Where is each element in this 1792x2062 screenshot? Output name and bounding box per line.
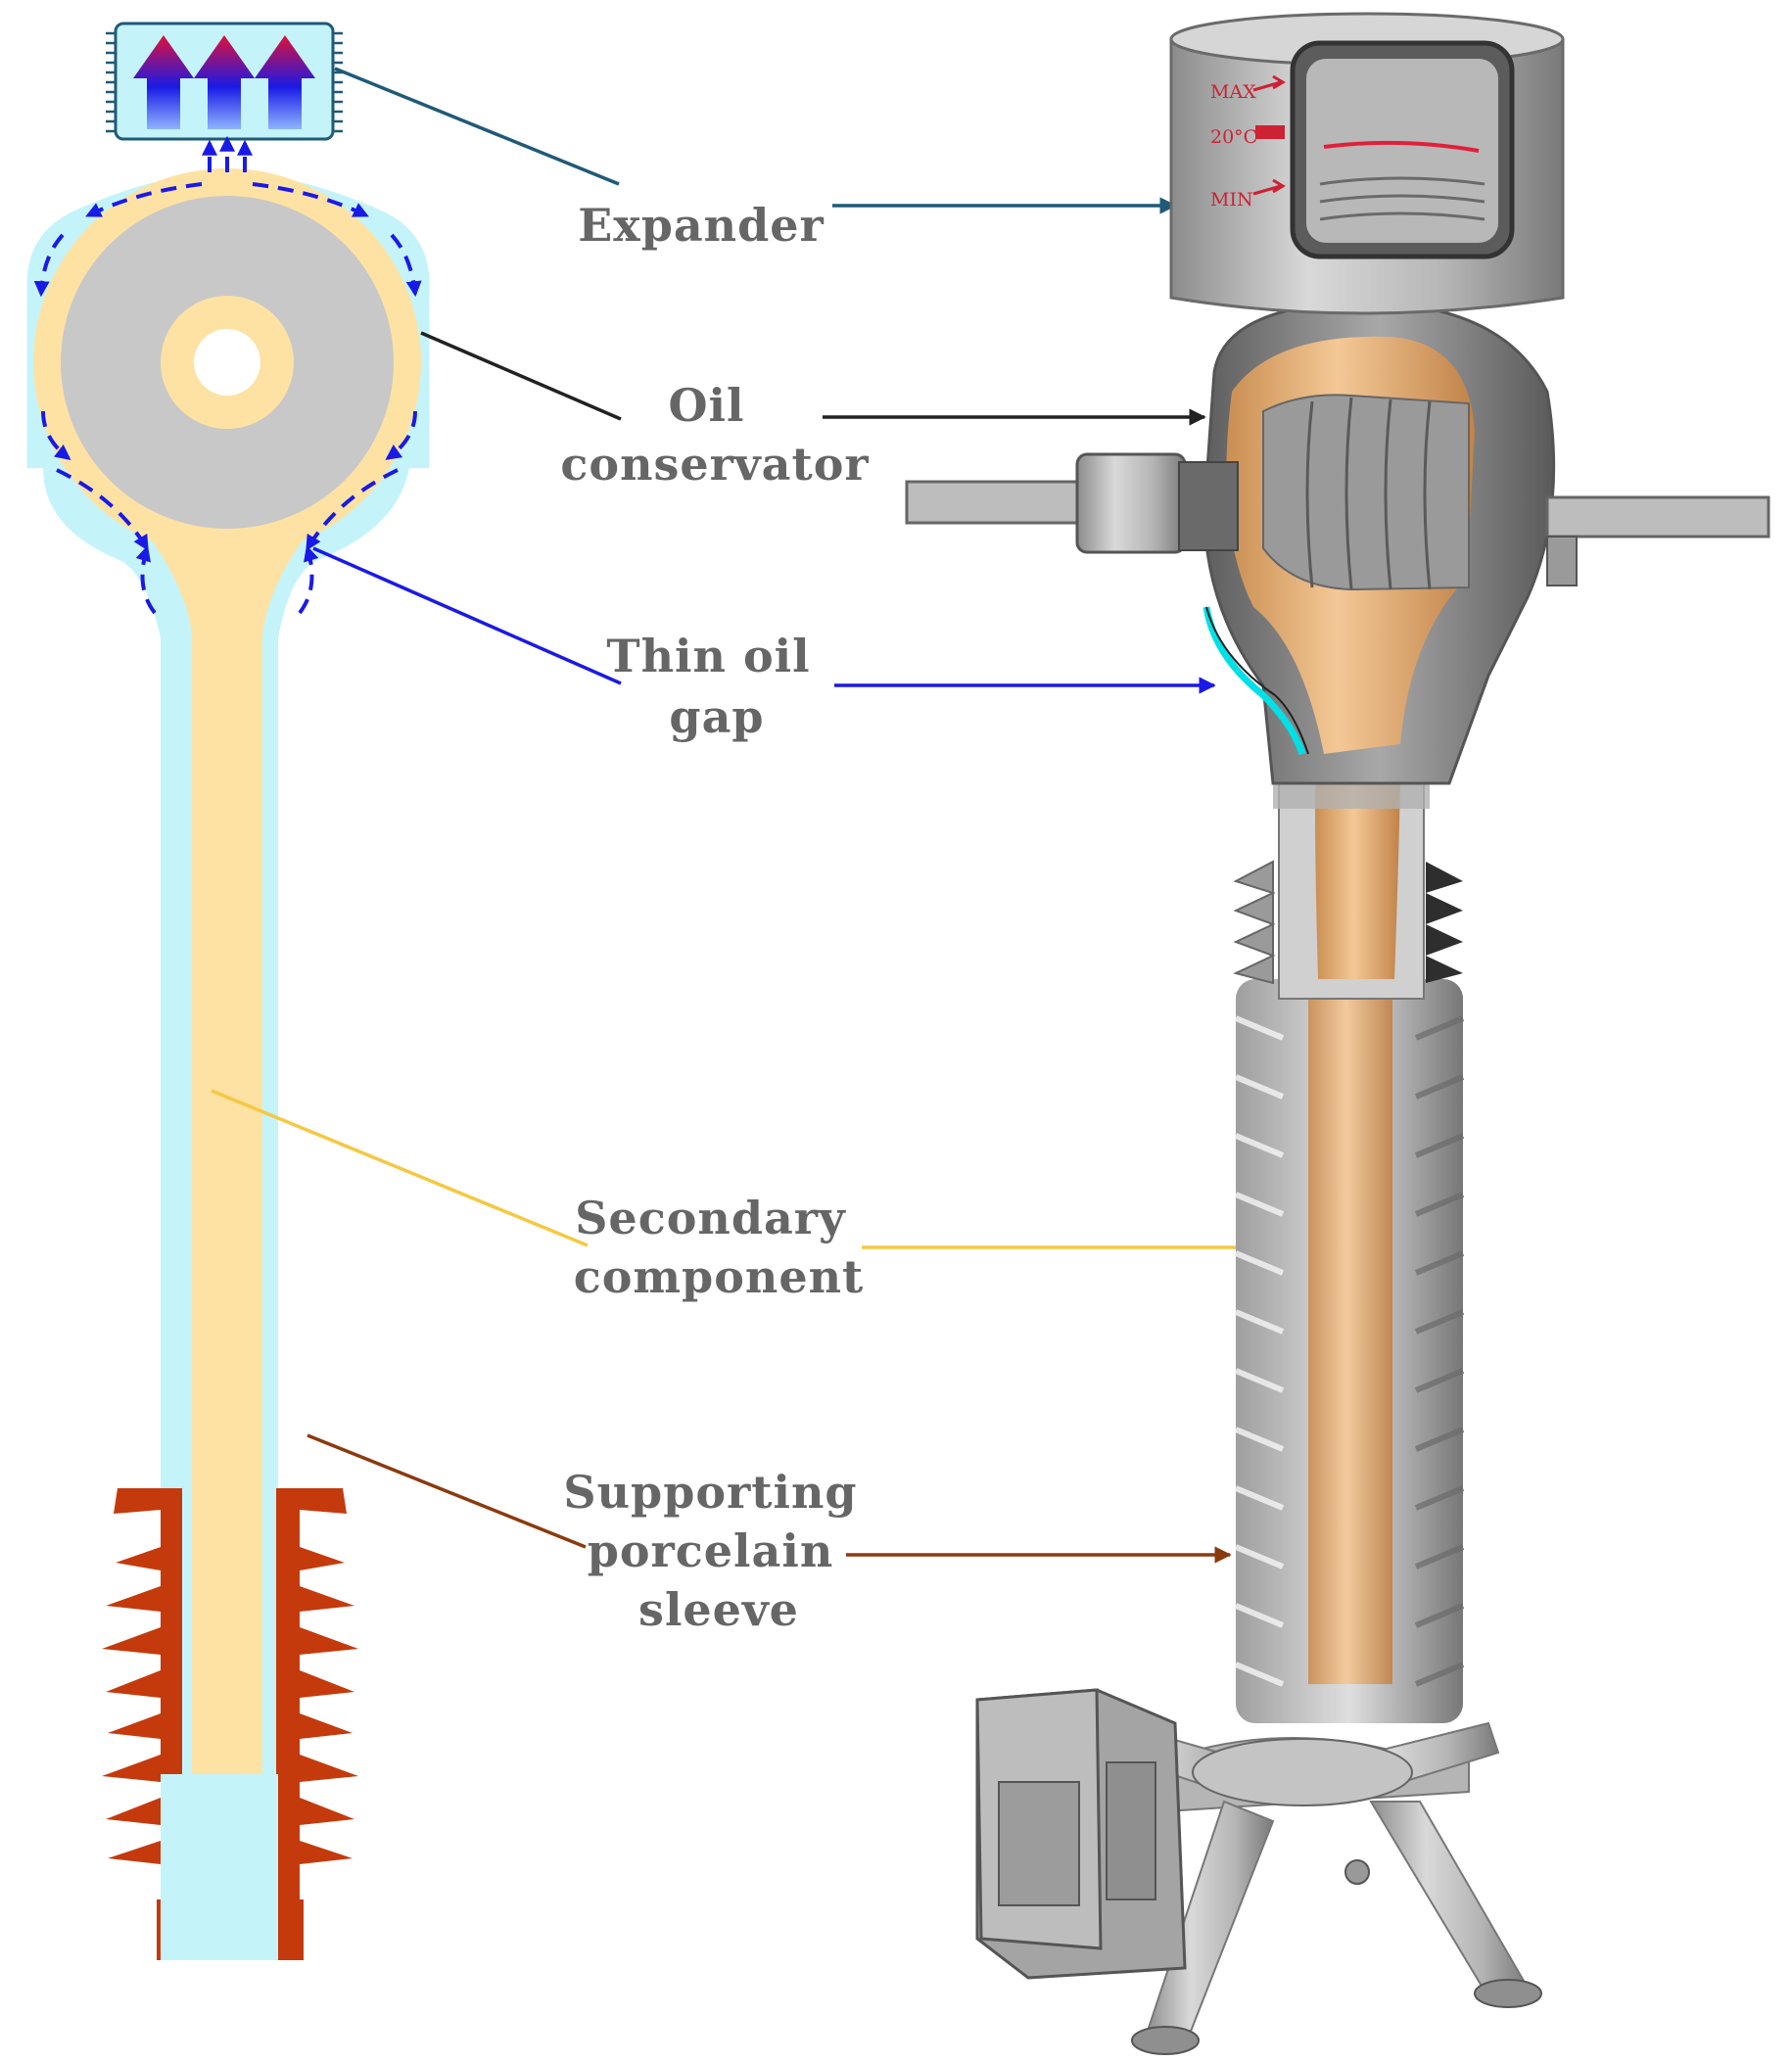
label-secondary-component-line: Secondary: [575, 1192, 846, 1244]
expander-fins: [106, 31, 343, 133]
device-porcelain-sleeve: [1234, 979, 1465, 1723]
label-secondary-component: Secondary component: [211, 1089, 1334, 1303]
label-thin-oil-gap-line: Thin oil: [606, 630, 810, 682]
gauge-mid-label: 20°C: [1210, 126, 1257, 148]
schematic-expander: [106, 22, 343, 141]
device-expander: MAX 20°C MIN: [1169, 12, 1565, 315]
device-terminals: [905, 452, 1770, 586]
svg-text:Supporting porcelain: Supporting porcelain sleeve: [563, 1466, 873, 1636]
label-supporting-porcelain-sleeve-line: Supporting: [563, 1466, 857, 1519]
svg-text:Oil conservator: Oil conservator: [560, 379, 869, 491]
gauge-max-label: MAX: [1210, 81, 1256, 103]
level-gauge: MAX 20°C MIN: [1210, 74, 1286, 211]
oil-flow-arrows: [33, 135, 422, 615]
label-oil-conservator-line: conservator: [560, 438, 869, 491]
label-thin-oil-gap-line: gap: [669, 690, 764, 743]
terminal-box: [975, 1688, 1187, 1980]
label-secondary-component-line: component: [574, 1250, 865, 1303]
label-expander-line: Expander: [578, 199, 825, 252]
svg-text:Expander: Expander: [578, 199, 825, 252]
svg-text:Thin oil gap: Thin oil gap: [606, 630, 826, 743]
schematic-cross-section: [26, 22, 430, 1960]
label-expander: Expander: [334, 67, 1177, 252]
device-base: [1105, 1721, 1542, 2055]
gauge-min-label: MIN: [1210, 189, 1253, 211]
label-supporting-porcelain-sleeve-line: sleeve: [638, 1583, 799, 1636]
device-illustration: MAX 20°C MIN: [905, 12, 1770, 2055]
label-oil-conservator-line: Oil: [668, 379, 744, 432]
label-supporting-porcelain-sleeve-line: porcelain: [588, 1524, 834, 1577]
label-oil-conservator: Oil conservator: [420, 331, 1206, 491]
label-supporting-porcelain-sleeve: Supporting porcelain sleeve: [307, 1433, 1232, 1636]
svg-text:Secondary component: Secondary component: [574, 1192, 865, 1303]
thin-oil-gap-highlight: [1203, 606, 1306, 756]
label-thin-oil-gap: Thin oil gap: [312, 546, 1216, 743]
device-head: [1203, 301, 1556, 785]
heat-flow-arrow-icon: [133, 35, 315, 129]
